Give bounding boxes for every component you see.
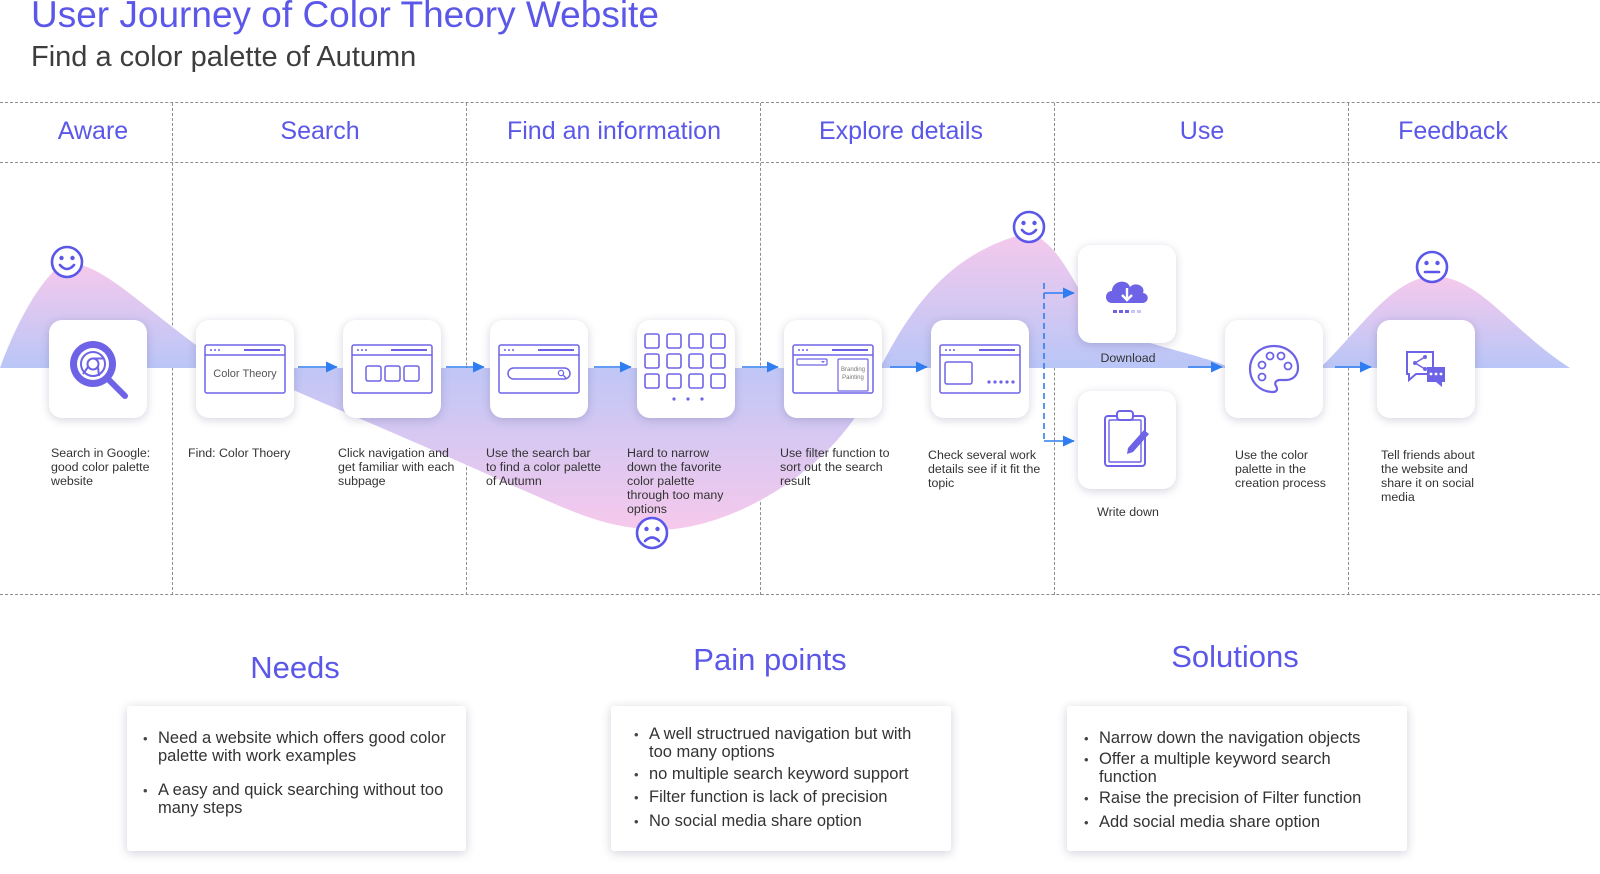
- step-card-write-down: [1078, 391, 1176, 489]
- step-text-color-palette: Use the color palette in the creation pr…: [1235, 448, 1326, 490]
- stage-use: Use: [1179, 117, 1225, 145]
- pain-points-title: Pain points: [693, 642, 847, 677]
- needs-item: A easy and quick searching without too m…: [138, 781, 452, 817]
- page-subtitle: Find a color palette of Autumn: [31, 41, 417, 73]
- cloud-download-icon: [1106, 281, 1148, 313]
- stage-aware: Aware: [57, 117, 129, 145]
- pain-points-list: A well structrued navigation but with to…: [611, 706, 951, 831]
- stage-divider: [760, 103, 761, 595]
- pain-point-item: Filter function is lack of precision: [629, 788, 937, 807]
- step-card-work-details: [931, 320, 1029, 418]
- step-card-share: [1377, 320, 1475, 418]
- filter-painting-label: Painting: [842, 375, 864, 381]
- solution-item: Narrow down the navigation objects: [1079, 729, 1393, 748]
- filter-branding-label: Branding: [841, 367, 865, 373]
- browser-window-icon: Color Theory: [204, 344, 286, 394]
- step-card-download: [1078, 245, 1176, 343]
- step-card-google-search: [49, 320, 147, 418]
- step-text-google-search: Search in Google: good color palette web…: [51, 446, 151, 488]
- clipboard-edit-icon: [1104, 410, 1149, 467]
- solution-item: Raise the precision of Filter function: [1079, 789, 1393, 808]
- search-chrome-icon: [70, 341, 128, 399]
- pain-point-item: no multiple search keyword support: [629, 765, 937, 784]
- neutral-face-icon: [1415, 250, 1449, 284]
- step-text-navigation: Click navigation and get familiar with e…: [338, 446, 455, 488]
- color-palette-icon: [1248, 344, 1300, 394]
- browser-filter-icon: Branding Painting: [792, 344, 874, 394]
- browser-search-bar-icon: [498, 344, 580, 394]
- share-chat-icon: [1406, 351, 1445, 387]
- step-card-options-grid: [637, 320, 735, 418]
- stage-header-bottom-divider: [0, 162, 1600, 163]
- happy-face-icon: [50, 245, 84, 279]
- needs-item: Need a website which offers good color p…: [138, 729, 452, 765]
- happy-face-icon: [1012, 210, 1046, 244]
- needs-panel: Need a website which offers good color p…: [127, 706, 466, 851]
- step-text-find-color-theory: Find: Color Thoery: [188, 446, 291, 460]
- step-card-navigation: [343, 320, 441, 418]
- browser-detail-icon: [939, 344, 1021, 394]
- stage-find-information: Find an information: [506, 117, 721, 145]
- stage-divider: [466, 103, 467, 595]
- step-text-share: Tell friends about the website and share…: [1381, 448, 1475, 504]
- step-card-color-theory: Color Theory: [196, 320, 294, 418]
- solution-item: Add social media share option: [1079, 813, 1393, 832]
- step-text-filter: Use filter function to sort out the sear…: [780, 446, 890, 488]
- step-card-filter: Branding Painting: [784, 320, 882, 418]
- sad-face-icon: [635, 516, 669, 550]
- solutions-list: Narrow down the navigation objects Offer…: [1067, 706, 1407, 832]
- pain-point-item: No social media share option: [629, 812, 937, 831]
- page-title: User Journey of Color Theory Website: [31, 0, 659, 35]
- needs-title: Needs: [250, 650, 340, 685]
- step-text-narrow-options: Hard to narrow down the favorite color p…: [627, 446, 724, 516]
- grid-options-icon: [644, 333, 726, 401]
- stage-header-top-divider: [0, 102, 1600, 103]
- stage-feedback: Feedback: [1398, 117, 1508, 145]
- stage-explore-details: Explore details: [819, 117, 983, 145]
- solution-item: Offer a multiple keyword search function: [1079, 750, 1393, 786]
- stage-search: Search: [280, 117, 360, 145]
- step-text-work-details: Check several work details see if it fit…: [928, 448, 1041, 490]
- step-card-search-bar: [490, 320, 588, 418]
- step-text-search-bar: Use the search bar to find a color palet…: [486, 446, 602, 488]
- needs-list: Need a website which offers good color p…: [127, 706, 466, 817]
- browser-subpages-icon: [351, 344, 433, 394]
- card-color-theory-label: Color Theory: [213, 368, 277, 380]
- solutions-panel: Narrow down the navigation objects Offer…: [1067, 706, 1407, 851]
- journey-bottom-divider: [0, 594, 1600, 595]
- solutions-title: Solutions: [1171, 639, 1299, 674]
- pain-points-panel: A well structrued navigation but with to…: [611, 706, 951, 851]
- pain-point-item: A well structrued navigation but with to…: [629, 725, 937, 761]
- step-card-color-palette: [1225, 320, 1323, 418]
- step-text-write-down: Write down: [1097, 505, 1159, 519]
- step-text-download: Download: [1100, 351, 1156, 365]
